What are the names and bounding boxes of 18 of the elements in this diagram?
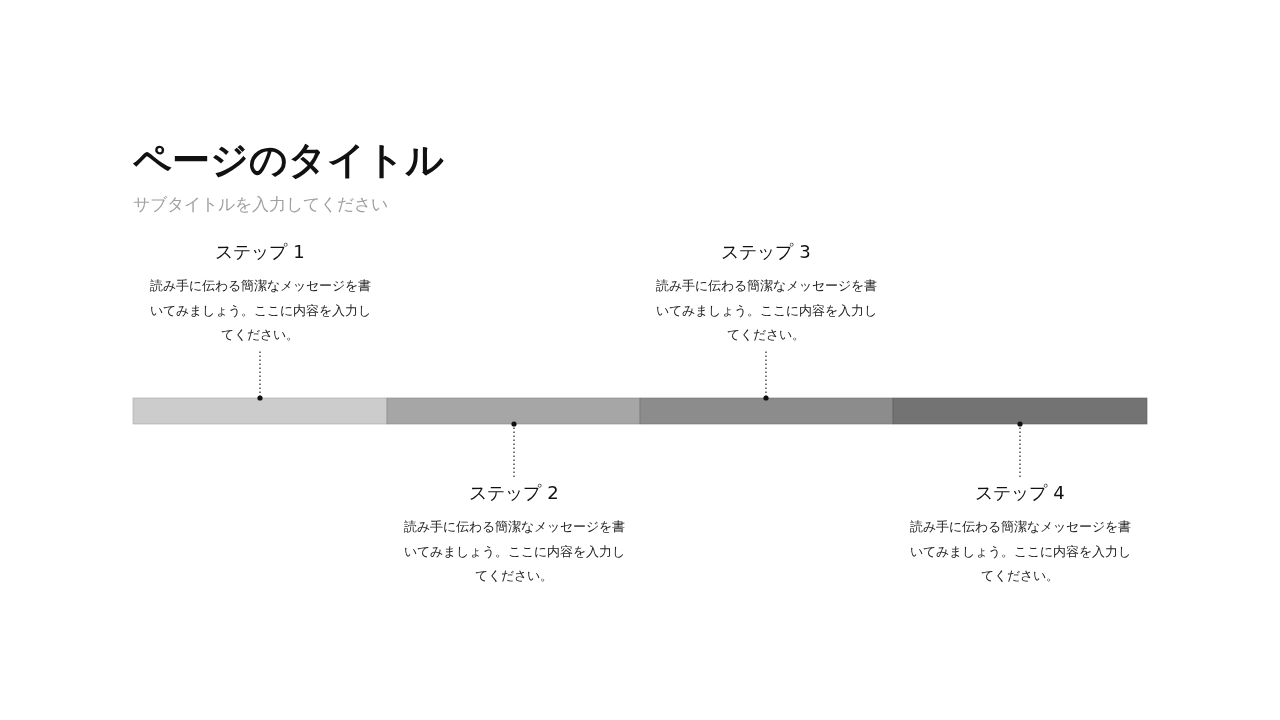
step-heading: ステップ 3	[721, 240, 811, 264]
step-description: 読み手に伝わる簡潔なメッセージを書いてみましょう。ここに内容を入力してください。	[402, 518, 626, 585]
timeline-segment	[892, 397, 1148, 425]
leader-line	[763, 350, 769, 401]
leader-line	[1017, 421, 1023, 478]
step-heading: ステップ 2	[469, 481, 559, 505]
leader-line	[511, 421, 517, 478]
subtitle: サブタイトルを入力してください	[133, 193, 388, 216]
leader-line	[257, 350, 263, 401]
step-description: 読み手に伝わる簡潔なメッセージを書いてみましょう。ここに内容を入力してください。	[908, 518, 1132, 585]
step-description: 読み手に伝わる簡潔なメッセージを書いてみましょう。ここに内容を入力してください。	[148, 277, 372, 344]
page-title: ページのタイトル	[133, 137, 444, 184]
timeline-segment	[132, 397, 388, 425]
step-heading: ステップ 4	[975, 481, 1065, 505]
step-description: 読み手に伝わる簡潔なメッセージを書いてみましょう。ここに内容を入力してください。	[654, 277, 878, 344]
timeline-segment	[386, 397, 641, 425]
timeline-segment	[639, 397, 894, 425]
step-heading: ステップ 1	[215, 240, 305, 264]
